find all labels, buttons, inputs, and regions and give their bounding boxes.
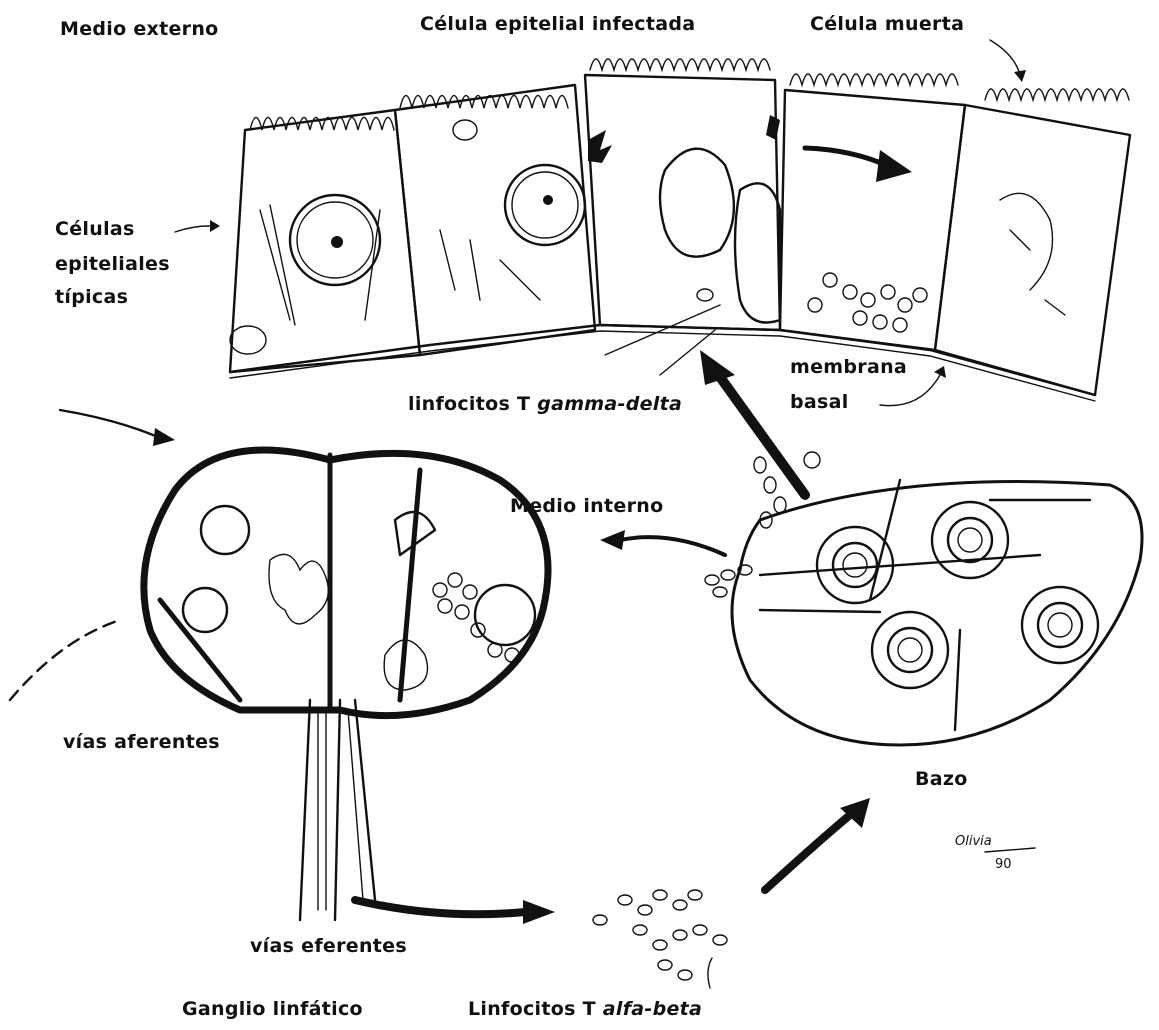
lymph-node <box>10 410 548 920</box>
label-vias-eferentes: vías eferentes <box>250 935 407 957</box>
typical-cell-2 <box>395 85 595 355</box>
label-celulas-tipicas-1: Células <box>55 218 135 240</box>
spleen <box>732 480 1142 745</box>
label-linfocitos-ab-prefix: Linfocitos T <box>468 998 603 1020</box>
label-medio-externo: Medio externo <box>60 18 219 40</box>
label-linfocitos-gd-prefix: linfocitos T <box>408 393 537 415</box>
label-bazo: Bazo <box>915 768 968 790</box>
label-linfocitos-ab: Linfocitos T alfa-beta <box>468 998 702 1020</box>
label-celulas-tipicas-3: típicas <box>55 286 128 308</box>
label-linfocitos-ab-italic: alfa-beta <box>603 998 702 1020</box>
label-celula-infectada: Célula epitelial infectada <box>420 13 695 35</box>
artist-signature: Olivia 90 <box>955 834 1035 872</box>
signature-name: Olivia <box>955 834 992 849</box>
infected-cell <box>585 59 780 330</box>
label-vias-aferentes: vías aferentes <box>63 731 220 753</box>
white-pulp-3 <box>872 612 948 688</box>
label-membrana: membrana <box>790 356 907 378</box>
label-basal: basal <box>790 391 849 413</box>
label-linfocitos-gd: linfocitos T gamma-delta <box>408 393 682 415</box>
dead-cell <box>780 74 965 350</box>
label-medio-interno: Medio interno <box>510 495 663 517</box>
epithelium <box>230 59 1130 401</box>
alpha-beta-cluster <box>593 890 727 980</box>
label-ganglio: Ganglio linfático <box>182 998 363 1020</box>
dead-cell-right <box>935 89 1130 395</box>
white-pulp-1 <box>817 527 893 603</box>
signature-year: 90 <box>995 857 1012 872</box>
label-celulas-tipicas-2: epiteliales <box>55 253 170 275</box>
white-pulp-4 <box>1022 587 1098 663</box>
label-celula-muerta: Célula muerta <box>810 13 964 35</box>
typical-cell-1 <box>230 110 420 372</box>
label-linfocitos-gd-italic: gamma-delta <box>537 393 682 415</box>
white-pulp-2 <box>932 502 1008 578</box>
